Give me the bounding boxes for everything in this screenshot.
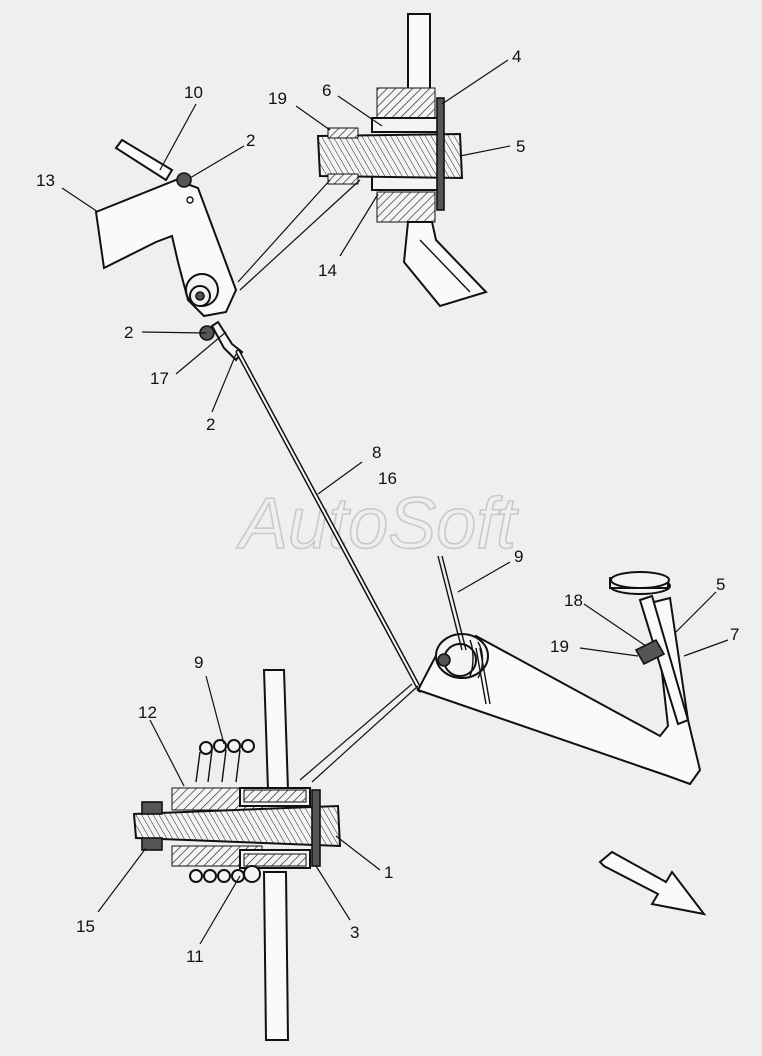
callout-19: 19 <box>550 637 569 656</box>
callout-12: 12 <box>138 703 157 722</box>
top-pivot-section <box>316 13 488 308</box>
callout-11: 11 <box>186 947 204 966</box>
callout-19: 19 <box>268 89 287 108</box>
callout-9: 9 <box>514 547 523 566</box>
callout-2: 2 <box>206 415 215 434</box>
callout-18: 18 <box>564 591 583 610</box>
callout-9: 9 <box>194 653 203 672</box>
callout-16: 16 <box>378 469 397 488</box>
callout-2: 2 <box>124 323 133 342</box>
callout-6: 6 <box>322 81 331 100</box>
callout-labels: 10 2 13 19 6 4 5 14 2 17 2 8 16 9 18 5 7… <box>36 47 739 966</box>
watermark: AutoSoft <box>236 484 519 564</box>
bottom-pivot-section <box>132 669 342 1041</box>
callout-10: 10 <box>184 83 203 102</box>
callout-7: 7 <box>730 625 739 644</box>
callout-2: 2 <box>246 131 255 150</box>
callout-5: 5 <box>716 575 725 594</box>
callout-14: 14 <box>318 261 337 280</box>
callout-15: 15 <box>76 917 95 936</box>
connecting-rod <box>235 349 423 693</box>
callout-3: 3 <box>350 923 359 942</box>
callout-17: 17 <box>150 369 169 388</box>
direction-arrow-icon <box>598 850 707 916</box>
upper-lever <box>94 138 244 362</box>
callout-4: 4 <box>512 47 521 66</box>
callout-8: 8 <box>372 443 381 462</box>
callout-5: 5 <box>516 137 525 156</box>
callout-13: 13 <box>36 171 55 190</box>
pedal <box>416 555 702 786</box>
callout-1: 1 <box>384 863 393 882</box>
leader-lines <box>61 59 729 945</box>
